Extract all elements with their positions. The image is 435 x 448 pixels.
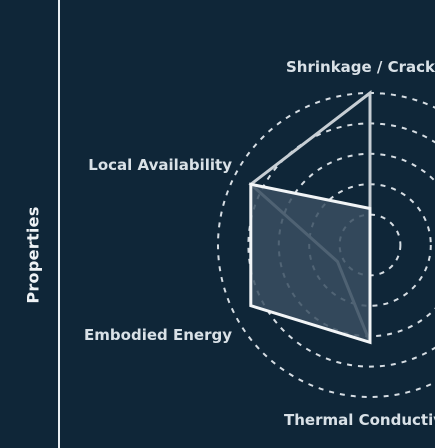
series-polygon-2 xyxy=(249,182,372,345)
sidebar-panel: Properties xyxy=(0,0,60,448)
radar-series xyxy=(248,89,372,345)
axis-label-thermal-conductivity: Thermal Conductivity xyxy=(284,411,435,429)
axis-label-embodied-energy: Embodied Energy xyxy=(84,326,232,344)
axis-label-local-availability: Local Availability xyxy=(88,156,232,174)
axis-labels: Shrinkage / Cracking Local Availability … xyxy=(84,58,435,429)
axis-label-shrinkage: Shrinkage / Cracking xyxy=(286,58,435,76)
